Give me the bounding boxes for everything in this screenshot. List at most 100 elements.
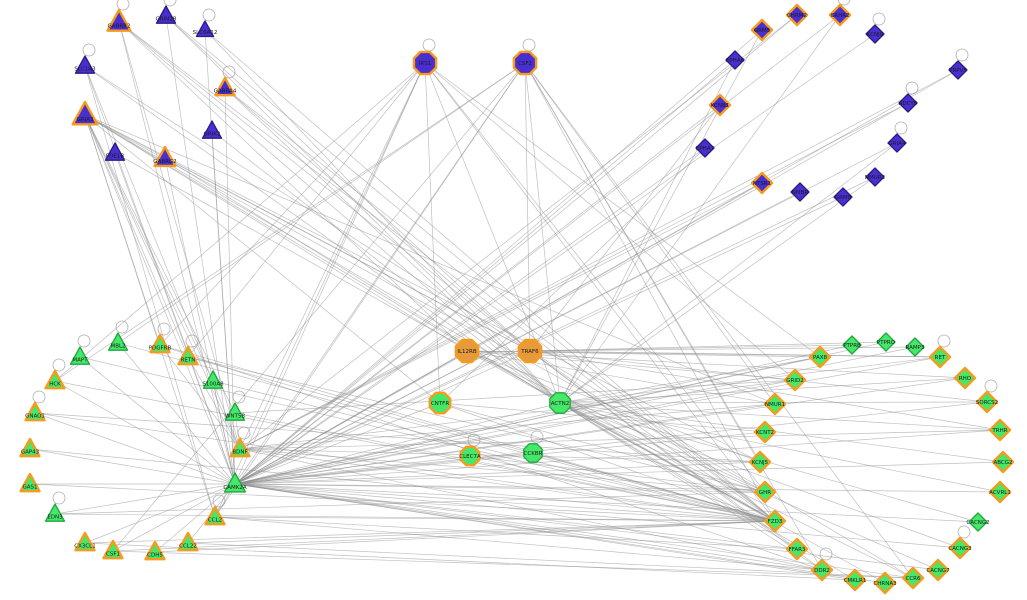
node-TRPV5[interactable]	[948, 60, 968, 80]
self-loop	[157, 322, 171, 336]
edge	[234, 344, 853, 485]
node-PTPRO[interactable]	[876, 332, 896, 352]
node-S100A8[interactable]	[202, 370, 224, 389]
edge	[234, 483, 961, 549]
edge	[529, 350, 988, 403]
node-CACNG3[interactable]	[948, 536, 972, 560]
edge	[529, 341, 887, 352]
node-CSF2[interactable]	[512, 50, 538, 76]
edge	[239, 102, 909, 450]
node-GABRA4[interactable]	[214, 76, 236, 97]
node-RET[interactable]	[928, 345, 952, 369]
node-RETN[interactable]	[177, 345, 199, 366]
node-CAMK2A[interactable]	[223, 472, 247, 493]
node-GABRG2[interactable]	[153, 145, 177, 168]
node-GRM5[interactable]	[750, 18, 774, 42]
node-GAP43[interactable]	[19, 437, 41, 458]
node-PAX8[interactable]	[808, 345, 832, 369]
node-BDNF[interactable]	[229, 437, 251, 458]
self-loop	[937, 334, 951, 348]
node-CDH5[interactable]	[144, 540, 166, 561]
node-CHRNA3[interactable]	[873, 571, 897, 595]
self-loops-layer	[32, 0, 998, 561]
node-KCNT2[interactable]	[753, 420, 777, 444]
node-CCKBR[interactable]	[523, 443, 543, 463]
node-GABRB2[interactable]	[106, 8, 132, 32]
edge	[214, 516, 823, 571]
node-NTSR1[interactable]	[750, 171, 774, 195]
node-KCNJ9[interactable]	[865, 24, 885, 44]
node-CCL22[interactable]	[177, 531, 199, 552]
edge	[234, 483, 798, 550]
node-SORCS2[interactable]	[975, 390, 999, 414]
node-CMKLR1[interactable]	[843, 568, 867, 592]
node-RHO[interactable]	[953, 366, 977, 390]
node-GNAO1[interactable]	[24, 401, 46, 422]
node-GRID2[interactable]	[783, 368, 807, 392]
node-PDE1B[interactable]	[104, 142, 126, 161]
node-FZD3[interactable]	[763, 509, 787, 533]
node-CACNG2[interactable]	[968, 512, 988, 532]
edge	[84, 114, 761, 463]
node-PDGFRB[interactable]	[149, 333, 171, 354]
edge	[559, 402, 1001, 431]
node-NMUR2[interactable]	[865, 167, 885, 187]
node-CSF1[interactable]	[102, 539, 124, 560]
node-ADCY8[interactable]	[898, 93, 918, 113]
edge	[159, 344, 241, 450]
node-MAPT[interactable]	[69, 346, 91, 365]
node-KCNB1[interactable]	[708, 93, 732, 117]
node-PTPRB[interactable]	[842, 335, 862, 355]
self-loop	[894, 121, 908, 135]
node-GRM8[interactable]	[833, 187, 853, 207]
self-loop	[232, 390, 246, 404]
node-EPHA6[interactable]	[725, 50, 745, 70]
node-IL12RB2[interactable]	[454, 338, 480, 364]
node-CHRM2[interactable]	[785, 3, 809, 27]
node-FFAR3[interactable]	[785, 537, 809, 561]
node-TRAF6[interactable]	[517, 338, 543, 364]
node-IRS1[interactable]	[412, 50, 438, 76]
node-CACNG7[interactable]	[926, 558, 950, 582]
node-GRIN2B[interactable]	[155, 5, 177, 24]
node-GRIA4[interactable]	[887, 133, 907, 153]
node-CNTFR[interactable]	[428, 391, 452, 415]
node-GRIK2[interactable]	[201, 120, 223, 139]
node-GRIA3[interactable]	[71, 100, 99, 126]
node-ABCG2[interactable]	[991, 450, 1015, 474]
edge	[234, 196, 844, 485]
node-SLC6A12[interactable]	[195, 20, 215, 38]
node-ACVRL1[interactable]	[988, 480, 1012, 504]
node-ACTN2[interactable]	[549, 392, 571, 414]
edge	[117, 342, 776, 522]
node-EPHA7[interactable]	[695, 138, 715, 158]
node-DDR2[interactable]	[810, 558, 834, 582]
edge	[34, 412, 761, 463]
node-CCL2[interactable]	[204, 505, 226, 526]
node-TRHR[interactable]	[988, 418, 1012, 442]
edge	[234, 191, 801, 485]
node-RAMP3[interactable]	[905, 337, 925, 357]
node-GHR[interactable]	[753, 480, 777, 504]
node-HCK[interactable]	[44, 369, 66, 390]
node-CX3CL1[interactable]	[74, 531, 96, 552]
edge	[559, 402, 798, 550]
node-WNT5B[interactable]	[224, 402, 246, 421]
node-CLEC7A[interactable]	[459, 445, 481, 467]
node-SLC1A3[interactable]	[74, 55, 96, 74]
node-CCR6[interactable]	[901, 566, 925, 590]
edge	[559, 402, 823, 571]
node-CRHR2[interactable]	[828, 3, 852, 27]
node-KCNJ5[interactable]	[748, 450, 772, 474]
edge	[234, 483, 979, 523]
node-EDN3[interactable]	[44, 503, 66, 522]
edge	[84, 483, 236, 544]
edge	[234, 14, 798, 485]
node-MBL2[interactable]	[107, 332, 129, 351]
node-NMBR[interactable]	[790, 182, 810, 202]
node-GAS1[interactable]	[19, 472, 41, 493]
edge	[234, 59, 736, 485]
node-NMUR1[interactable]	[763, 392, 787, 416]
